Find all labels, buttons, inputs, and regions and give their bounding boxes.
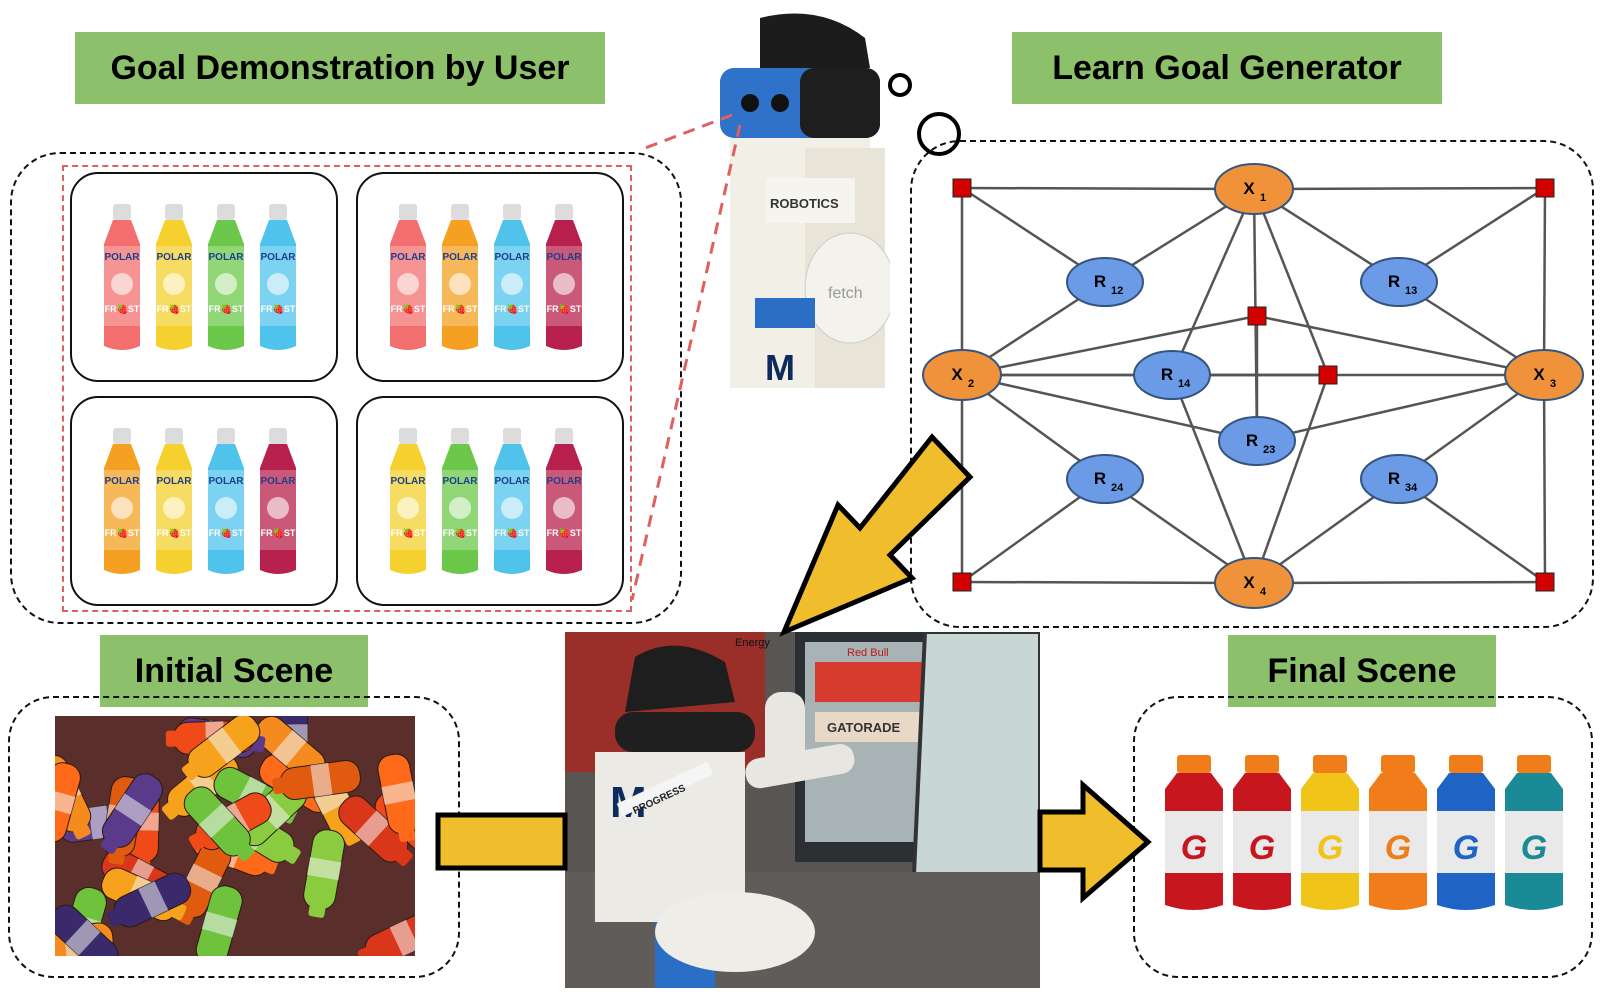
demo-bottle: POLAR FR🍓ST [208, 428, 244, 574]
demo-bottle: POLAR FR🍓ST [494, 204, 530, 350]
thought-bubble-small [888, 73, 912, 97]
bottle-flavor-label: FR🍓ST [391, 303, 426, 314]
gatorade-label: GATORADE [827, 720, 901, 735]
bottle-flavor-label: FR🍓ST [443, 527, 478, 538]
demo-card-4: POLAR FR🍓ST POLAR FR🍓ST POLAR FR🍓ST POLAR FR🍓ST [356, 396, 624, 606]
bottle-brand-label: POLAR [105, 476, 141, 487]
m-logo-label: M [765, 347, 795, 388]
bottle-brand-label: POLAR [443, 252, 479, 263]
robot-head-photo: ROBOTICS fetch M [700, 8, 890, 388]
final-bottle: G [1233, 755, 1291, 910]
pile-bottle [183, 786, 255, 862]
final-scene-title-text: Final Scene [1267, 651, 1457, 690]
bottle-flavor-label: FR🍓ST [209, 527, 244, 538]
goal-demonstration-title-text: Goal Demonstration by User [110, 48, 570, 87]
pile-bottle [303, 829, 345, 918]
initial-scene-photo [55, 716, 415, 956]
pile-bottle [338, 795, 413, 867]
gatorade-logo: G [1453, 829, 1479, 867]
pile-bottle [357, 911, 415, 956]
robot-store-photo: GATORADE Red Bull Energy M PROGRESS [565, 632, 1040, 988]
bottle-flavor-label: FR🍓ST [209, 303, 244, 314]
bottle-brand-label: POLAR [495, 476, 531, 487]
final-bottle: G [1437, 755, 1495, 910]
bottle-flavor-label: FR🍓ST [495, 303, 530, 314]
demo-bottle: POLAR FR🍓ST [442, 204, 478, 350]
demo-bottle: POLAR FR🍓ST [546, 204, 582, 350]
bottle-flavor-label: FR🍓ST [391, 527, 426, 538]
bottle-brand-label: POLAR [261, 252, 297, 263]
robot-to-final-arrow [1037, 779, 1152, 904]
final-bottle: G [1165, 755, 1223, 910]
bottle-flavor-label: FR🍓ST [261, 527, 296, 538]
bottle-brand-label: POLAR [391, 252, 427, 263]
redbull-label: Red Bull [847, 647, 889, 659]
bottle-flavor-label: FR🍓ST [157, 527, 192, 538]
gatorade-logo: G [1317, 829, 1343, 867]
fetch-label: fetch [828, 285, 863, 302]
bottle-flavor-label: FR🍓ST [547, 527, 582, 538]
demo-bottle: POLAR FR🍓ST [494, 428, 530, 574]
bottle-brand-label: POLAR [209, 476, 245, 487]
demo-card-1: POLAR FR🍓ST POLAR FR🍓ST POLAR FR🍓ST POLAR FR🍓ST [70, 172, 338, 382]
final-scene-title: Final Scene [1228, 635, 1496, 707]
bottle-flavor-label: FR🍓ST [261, 303, 296, 314]
bottle-brand-label: POLAR [105, 252, 141, 263]
demo-bottle: POLAR FR🍓ST [390, 428, 426, 574]
demo-bottle: POLAR FR🍓ST [260, 428, 296, 574]
final-bottle: G [1301, 755, 1359, 910]
bottle-brand-label: POLAR [495, 252, 531, 263]
energy-label: Energy [735, 637, 770, 649]
learn-goal-generator-title: Learn Goal Generator [1012, 32, 1442, 104]
bottle-brand-label: POLAR [547, 476, 583, 487]
gatorade-logo: G [1181, 829, 1207, 867]
goal-demonstration-title: Goal Demonstration by User [75, 32, 605, 104]
final-bottle: G [1505, 755, 1563, 910]
pile-bottle [106, 872, 192, 928]
bottle-brand-label: POLAR [547, 252, 583, 263]
initial-scene-title: Initial Scene [100, 635, 368, 707]
pile-bottle [55, 762, 81, 843]
bottle-flavor-label: FR🍓ST [443, 303, 478, 314]
learn-goal-generator-title-text: Learn Goal Generator [1052, 48, 1402, 87]
initial-scene-title-text: Initial Scene [134, 651, 334, 690]
demo-card-3: POLAR FR🍓ST POLAR FR🍓ST POLAR FR🍓ST POLAR FR🍓ST [70, 396, 338, 606]
bottle-flavor-label: FR🍓ST [157, 303, 192, 314]
demo-bottle: POLAR FR🍓ST [104, 428, 140, 574]
demo-bottle: POLAR FR🍓ST [442, 428, 478, 574]
pile-bottle [195, 885, 243, 956]
pile-bottle [377, 753, 415, 843]
pile-bottle [182, 716, 261, 781]
thought-bubble-large [917, 112, 961, 156]
demo-bottle: POLAR FR🍓ST [208, 204, 244, 350]
bottle-brand-label: POLAR [157, 476, 193, 487]
demo-card-2: POLAR FR🍓ST POLAR FR🍓ST POLAR FR🍓ST POLAR FR🍓ST [356, 172, 624, 382]
bottle-brand-label: POLAR [157, 252, 193, 263]
bottle-brand-label: POLAR [209, 252, 245, 263]
bottle-brand-label: POLAR [443, 476, 479, 487]
gatorade-logo: G [1249, 829, 1275, 867]
demo-bottle: POLAR FR🍓ST [156, 428, 192, 574]
gatorade-logo: G [1385, 829, 1411, 867]
demo-bottle: POLAR FR🍓ST [390, 204, 426, 350]
demo-bottle: POLAR FR🍓ST [260, 204, 296, 350]
pile-bottle [100, 773, 163, 854]
pile-bottle [272, 759, 361, 801]
bottle-flavor-label: FR🍓ST [547, 303, 582, 314]
bottle-flavor-label: FR🍓ST [105, 303, 140, 314]
demo-bottle: POLAR FR🍓ST [546, 428, 582, 574]
demo-bottle: POLAR FR🍓ST [104, 204, 140, 350]
bottle-flavor-label: FR🍓ST [495, 527, 530, 538]
bottle-brand-label: POLAR [391, 476, 427, 487]
robotics-label: ROBOTICS [770, 196, 839, 211]
demo-bottle: POLAR FR🍓ST [156, 204, 192, 350]
pile-bottle [55, 904, 119, 956]
final-bottle: G [1369, 755, 1427, 910]
goal-generator-graph-panel [910, 140, 1594, 628]
gatorade-logo: G [1521, 829, 1547, 867]
bottle-brand-label: POLAR [261, 476, 297, 487]
bottle-flavor-label: FR🍓ST [105, 527, 140, 538]
